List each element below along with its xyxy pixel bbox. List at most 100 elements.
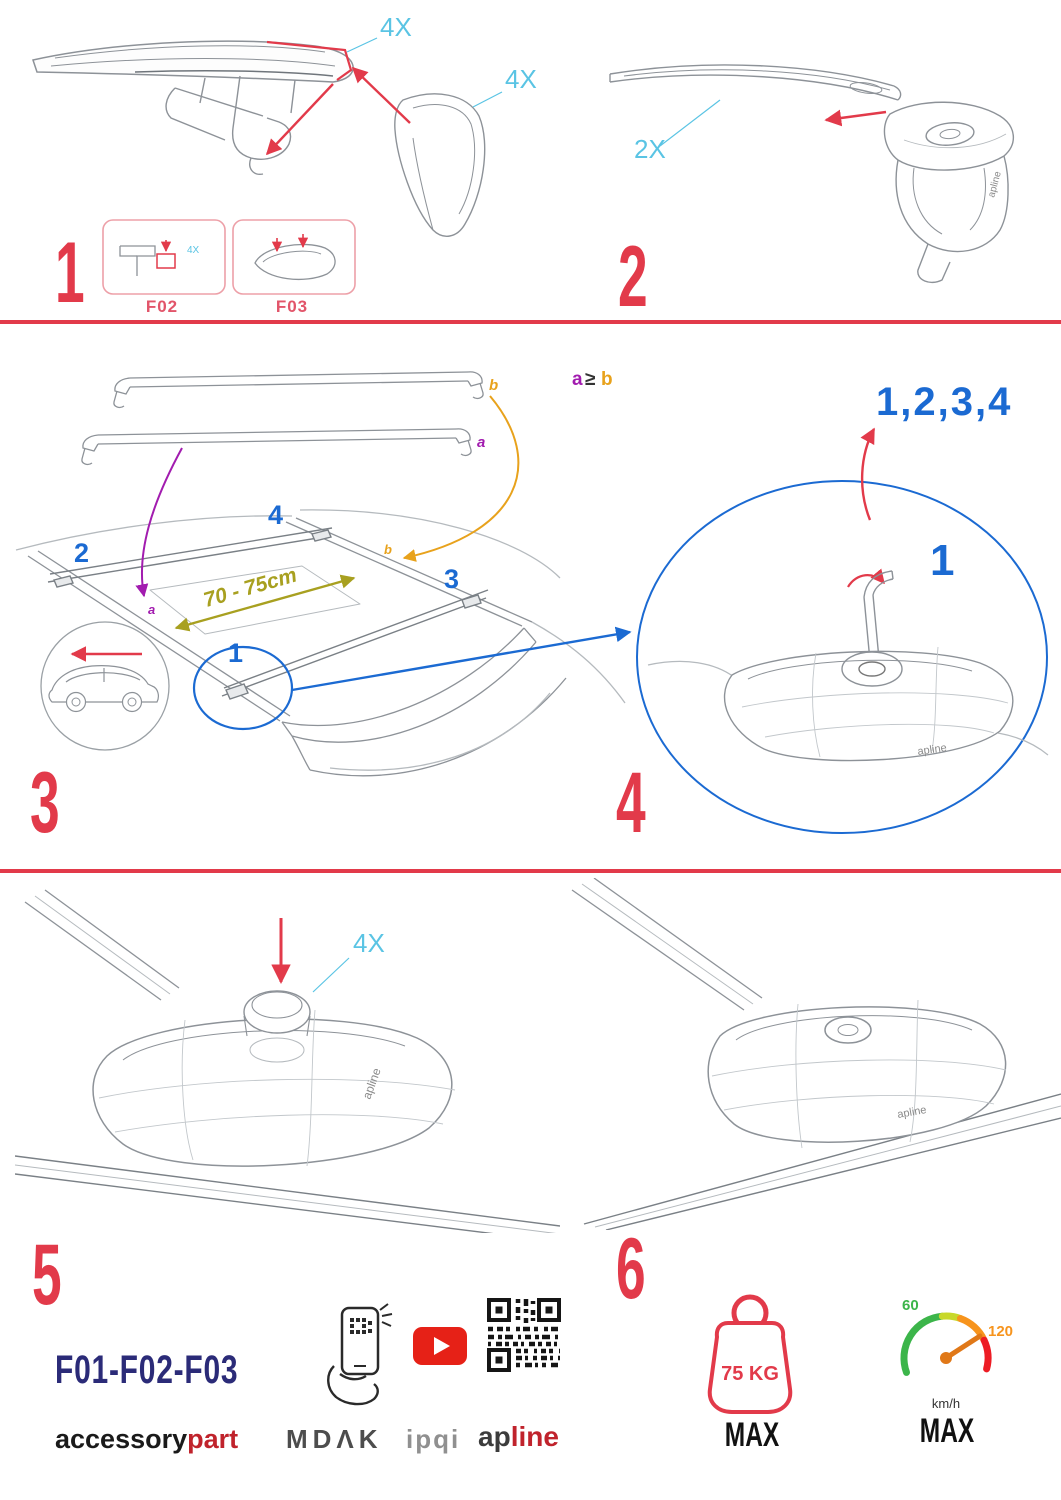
section-divider-bottom <box>0 869 1061 873</box>
brand-accessory-red: part <box>187 1424 239 1454</box>
zoom-circle <box>636 480 1048 834</box>
speedometer-icon: 60 120 km/h <box>900 1297 1013 1411</box>
clamp-foot-drawing <box>883 101 1014 284</box>
brand-apline-red: line <box>510 1421 559 1452</box>
bar-b-guide-arrow <box>402 395 520 562</box>
zoom-pointer-arrow <box>291 626 632 692</box>
clamp-brand-label: apline <box>986 170 1004 199</box>
weight-max-label: MAX <box>724 1416 780 1454</box>
position-2-label: 2 <box>74 538 89 568</box>
sequence-arrow <box>860 427 876 521</box>
qr-finders <box>487 1298 561 1372</box>
detached-bar-b <box>113 371 484 409</box>
speed-high-label: 120 <box>988 1323 1013 1340</box>
clamp-pad-drawing <box>92 990 456 1167</box>
bar-a-label: a <box>477 434 485 451</box>
box1-qty-label: 4X <box>187 245 200 256</box>
brand-apline: apline <box>478 1421 559 1453</box>
formula-b: b <box>601 369 613 390</box>
max-weight-icon: 75 KG <box>707 1294 793 1414</box>
dimension-label: 70 - 75cm <box>201 564 299 612</box>
step1-red-arrows <box>265 40 411 156</box>
part-box-f02: 4X <box>102 219 226 295</box>
step5-number: 5 <box>32 1227 62 1323</box>
qty-knob-label: 4X <box>353 928 385 958</box>
car-direction-inset <box>40 621 170 751</box>
cover-cap-drawing <box>394 93 486 237</box>
part-box-f03 <box>232 219 356 295</box>
clamp-pad-drawing <box>647 646 1049 762</box>
dimension-annotation: 70 - 75cm <box>174 564 356 632</box>
clamp-brand-label: apline <box>896 1104 927 1121</box>
step6-number: 6 <box>616 1221 646 1317</box>
speed-low-label: 60 <box>902 1297 919 1314</box>
sequence-label: 1,2,3,4 <box>876 380 1012 424</box>
step1-illustration: 4X 4X 4X F02 F03 <box>32 12 537 316</box>
insert-arrow <box>824 109 887 127</box>
speed-needle <box>943 1333 983 1361</box>
step3-number: 3 <box>30 755 60 851</box>
bar-b-label: b <box>489 377 498 394</box>
crossbar-drawing <box>571 878 763 1011</box>
rotate-arrow <box>847 568 885 588</box>
step2-number: 2 <box>618 229 648 325</box>
phone-qr-dots <box>350 1318 372 1334</box>
crossbar-blade-drawing <box>609 64 902 101</box>
step4-number: 4 <box>616 755 646 851</box>
box2-code-label: F03 <box>276 297 308 316</box>
step3-illustration: b a a ≥ b <box>15 369 632 777</box>
mounting-foot-drawing <box>165 75 296 175</box>
brand-accessorypart: accessorypart <box>55 1424 238 1455</box>
hand <box>327 1365 379 1406</box>
qty-endcap-label: 4X <box>380 12 412 42</box>
position-4-label: 4 <box>268 500 283 530</box>
scan-rays <box>379 1303 393 1327</box>
position-3-label: 3 <box>444 564 459 594</box>
qty-pointer-line <box>659 99 721 147</box>
length-formula: a ≥ b <box>572 369 613 390</box>
phone-scan-icon <box>327 1303 393 1406</box>
clamp-brand-label: apline <box>917 742 948 758</box>
brand-mdak: MDΛK <box>286 1424 383 1454</box>
needle-hub <box>940 1352 952 1364</box>
step2-illustration: apline 2X <box>609 64 1014 284</box>
qty-pointer-line <box>312 957 350 993</box>
youtube-icon <box>413 1327 467 1365</box>
speed-max-label: MAX <box>919 1412 975 1450</box>
step6-illustration: apline <box>571 878 1061 1230</box>
brand-apline-dark: ap <box>478 1421 511 1452</box>
box1-code-label: F02 <box>146 297 178 316</box>
roof-b-label: b <box>384 542 392 557</box>
qty-bar-label: 2X <box>634 134 666 164</box>
qr-finder-centers <box>495 1306 553 1364</box>
brand-ipqi: ipqi <box>406 1424 461 1454</box>
bar-a-guide-arrow <box>135 447 183 598</box>
section-divider-top <box>0 320 1061 324</box>
roof-rail-drawing <box>583 1093 1061 1230</box>
allen-key-drawing <box>863 570 894 662</box>
detail-circle <box>192 645 294 731</box>
qty-cover-label: 4X <box>505 64 537 94</box>
position-1-label: 1 <box>228 638 243 668</box>
brand-accessory-black: accessory <box>55 1424 188 1454</box>
step1-qty-labels: 4X 4X <box>346 12 537 108</box>
step1-number: 1 <box>55 225 85 321</box>
step4-illustration: 1,2,3,4 1 apline <box>636 380 1049 834</box>
crossbar-end-drawing <box>32 40 354 83</box>
weight-value-label: 75 KG <box>721 1363 779 1385</box>
crossbar-drawing <box>24 889 180 1001</box>
first-position-label: 1 <box>930 536 954 585</box>
detached-bar-a <box>81 428 472 466</box>
clamp-pad-drawing <box>707 999 1007 1149</box>
qr-modules <box>488 1299 560 1368</box>
mounted-bars-drawing <box>47 527 489 700</box>
speed-arcs <box>900 1312 992 1376</box>
speed-unit-label: km/h <box>932 1396 960 1411</box>
qr-code-icon <box>486 1297 562 1373</box>
formula-op: ≥ <box>585 369 595 390</box>
formula-a: a <box>572 369 583 390</box>
roof-a-label: a <box>148 602 155 617</box>
roof-rail-drawing <box>15 1155 560 1233</box>
model-code: F01-F02-F03 <box>55 1348 239 1392</box>
